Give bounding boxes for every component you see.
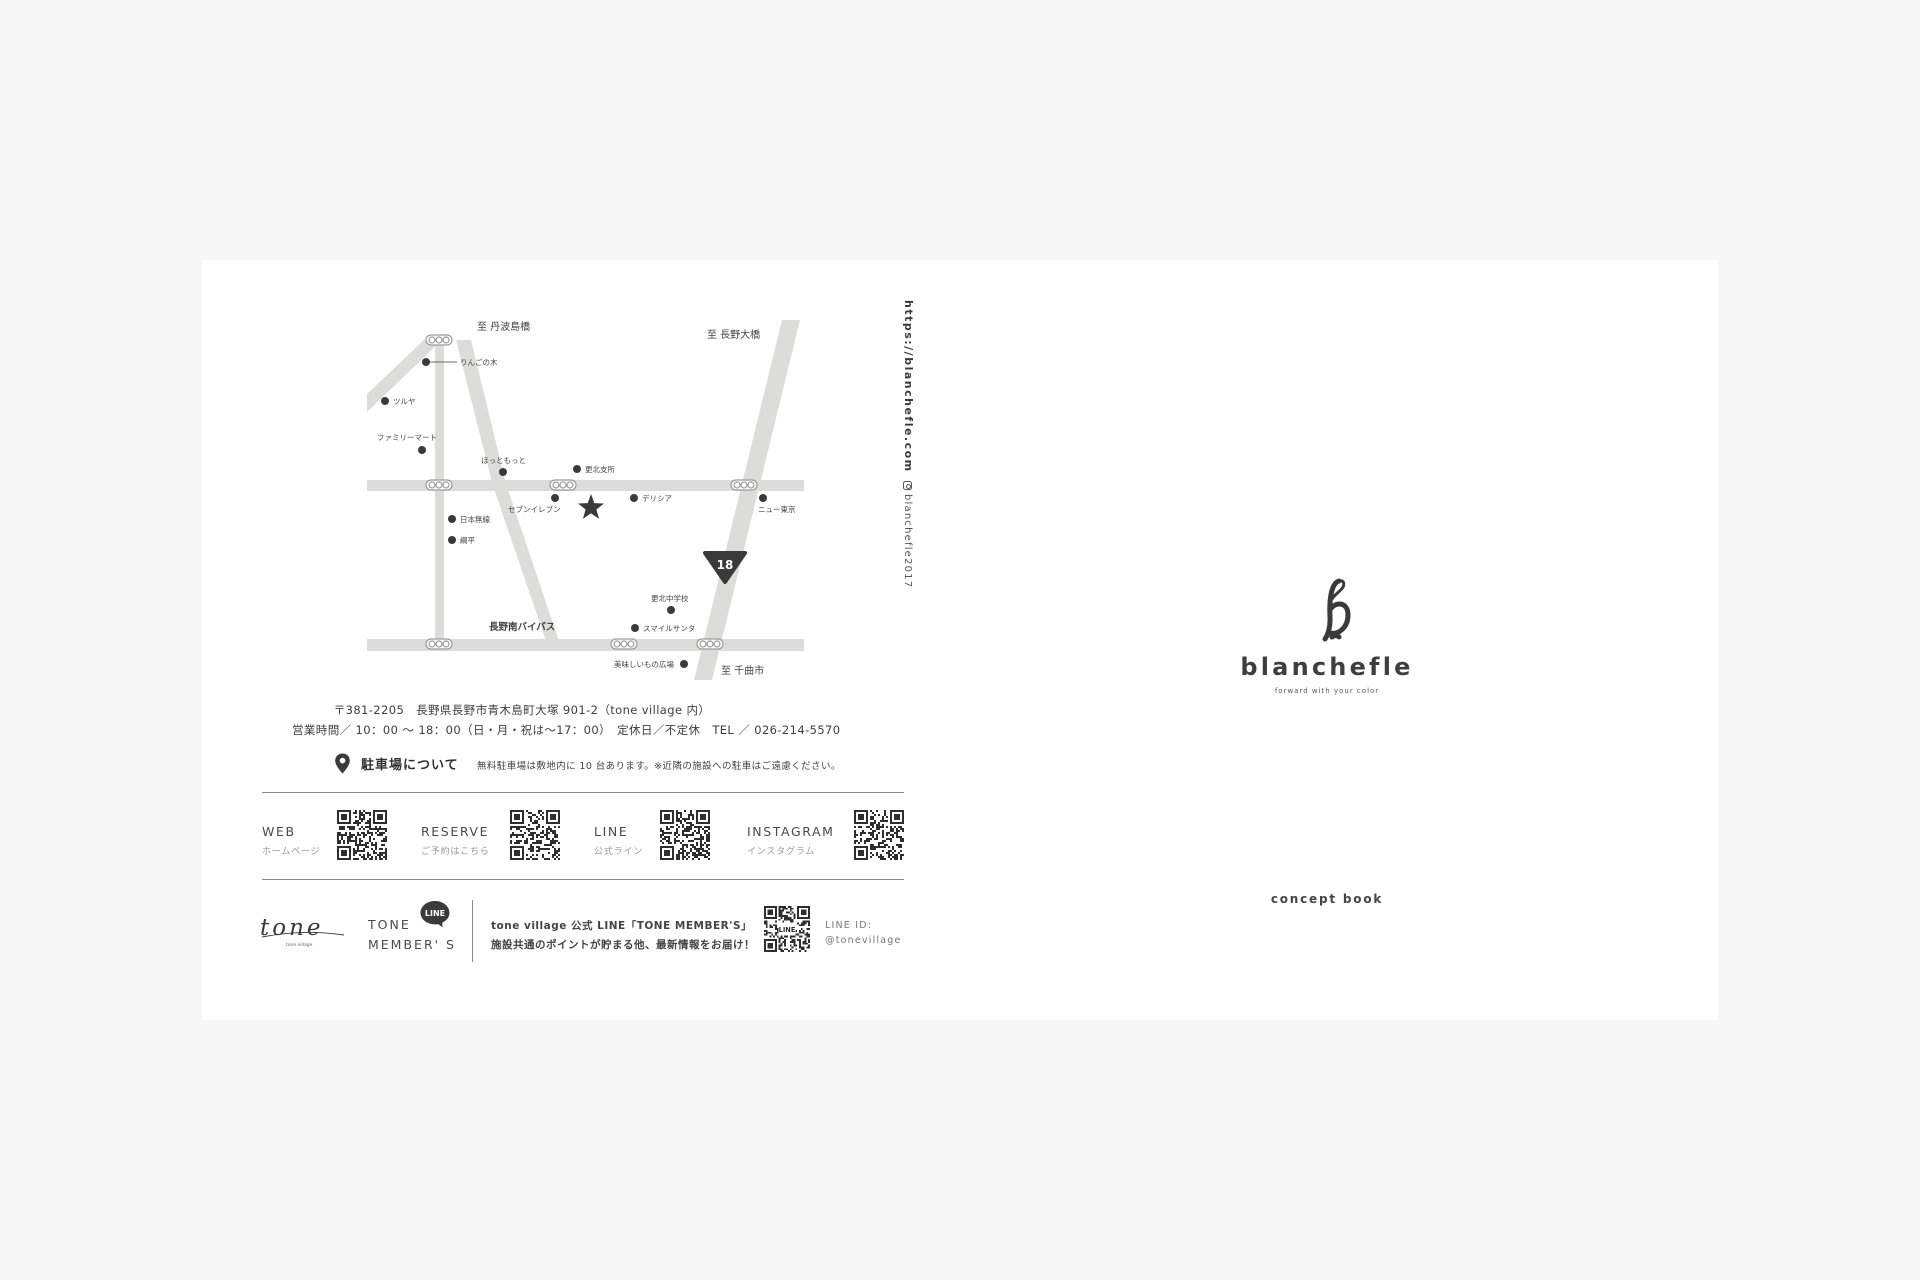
label-seven-eleven: セブンイレブン	[508, 504, 561, 514]
tone-logo-script: tone	[260, 915, 324, 941]
divider-bottom	[262, 879, 904, 880]
line-id-value: @tonevillage	[825, 935, 902, 946]
signal-north	[425, 334, 453, 346]
line-id: LINE ID: @tonevillage	[825, 918, 902, 948]
line-chat-icon: LINE	[420, 901, 450, 928]
label-koshoku-branch: 更北支所	[585, 464, 615, 474]
road-diagonal-center	[456, 340, 559, 644]
qr-instagram-text: INSTAGRAM インスタグラム	[747, 824, 835, 857]
tone-village-logo: tone tone village	[260, 915, 345, 948]
label-oishii-mono: 美味しいもの広場	[614, 659, 674, 669]
signal-center	[549, 479, 577, 491]
dot-new-tokyo	[759, 494, 767, 502]
road-diagonal-nw	[367, 340, 442, 412]
road-bypass	[367, 639, 804, 651]
signal-bypass-center	[610, 638, 638, 650]
instagram-handle-text: blanchefle2017	[902, 494, 913, 589]
label-ringonoki: りんごの木	[460, 357, 498, 367]
qr-reserve-sub: ご予約はこちら	[421, 847, 490, 857]
parking-heading: 駐車場について	[334, 753, 459, 774]
dest-north-east: 至 長野大橋	[707, 328, 760, 341]
label-hottomotto: ほっともっと	[481, 456, 526, 465]
signal-bypass-west	[425, 638, 453, 650]
dot-delicia	[630, 494, 638, 502]
dot-familymart	[418, 446, 426, 454]
signals	[425, 334, 758, 650]
dot-koshoku-jhs	[667, 606, 675, 614]
line-badge-text: LINE	[425, 909, 445, 918]
label-new-tokyo: ニュー東京	[758, 504, 796, 514]
parking-title: 駐車場について	[361, 758, 459, 773]
tone-logo-sub: tone village	[286, 942, 313, 948]
dot-oishii-mono	[680, 660, 688, 668]
qr-instagram-sub: インスタグラム	[747, 847, 816, 857]
dot-nihon-muki	[448, 515, 456, 523]
dot-smile-santa	[631, 624, 639, 632]
tone-members-title: TONE MEMBER' S	[368, 915, 456, 955]
tone-members-line2: MEMBER' S	[368, 937, 456, 952]
dest-south-east: 至 千曲市	[721, 664, 764, 677]
label-nihon-muki: 日本無線	[460, 514, 490, 524]
landmark-dots	[381, 358, 767, 668]
label-tsuruya: ツルヤ	[393, 397, 416, 406]
tone-members-line1: TONE	[368, 917, 411, 932]
tone-separator	[472, 900, 473, 962]
parking-note: 無料駐車場は敷地内に 10 台あります。※近隣の施設への駐車はご遠慮ください。	[477, 761, 841, 772]
qr-web-sub: ホームページ	[262, 847, 321, 857]
qr-code-instagram[interactable]	[854, 810, 904, 860]
qr-line-text: LINE 公式ライン	[594, 824, 643, 857]
dot-tsunahei	[448, 536, 456, 544]
qr-reserve-title: RESERVE	[421, 824, 490, 839]
label-smile-santa: スマイルサンタ	[643, 624, 695, 633]
instagram-icon	[903, 481, 912, 490]
label-delicia: デリシア	[642, 493, 672, 503]
map-pin-icon	[335, 753, 350, 774]
label-tsunahei: 綱平	[460, 535, 475, 545]
dot-seven-eleven	[551, 494, 559, 502]
concept-book-label: concept book	[1270, 892, 1384, 906]
divider-top	[262, 792, 904, 793]
blanchefle-b-mark	[1322, 578, 1351, 642]
signal-west	[425, 479, 453, 491]
route-18-badge	[703, 551, 747, 584]
tone-line-benefit: 施設共通のポイントが貯まる他、最新情報をお届け！	[491, 939, 755, 951]
access-map: 18 至 丹波島橋 至 長野大橋 至 千曲市 長野南バイパス りんごの木 ツルヤ…	[367, 320, 804, 680]
dest-north-west: 至 丹波島橋	[477, 320, 530, 333]
qr-line-title: LINE	[594, 824, 629, 839]
label-koshoku-jhs: 更北中学校	[651, 593, 689, 603]
road-name-bypass: 長野南バイパス	[489, 621, 555, 633]
website-url[interactable]: https://blanchefle.com	[902, 300, 915, 473]
qr-center-line-label: LINE	[779, 926, 796, 934]
road-main-horizontal	[367, 480, 804, 491]
line-id-label: LINE ID:	[825, 920, 873, 931]
brochure-sheet: 18 至 丹波島橋 至 長野大橋 至 千曲市 長野南バイパス りんごの木 ツルヤ…	[202, 260, 1718, 1020]
dot-koshoku-branch	[573, 465, 581, 473]
brand-name: blanchefle	[1240, 653, 1414, 681]
qr-line-sub: 公式ライン	[594, 847, 644, 857]
hours-line: 営業時間／ 10：00 ～ 18：00（日・月・祝は～17：00） 定休日／不定…	[292, 723, 841, 737]
qr-code-reserve[interactable]	[510, 810, 560, 860]
dot-hottomotto	[499, 468, 507, 476]
map-roads	[367, 320, 804, 680]
label-familymart: ファミリーマート	[377, 433, 437, 442]
tone-line-official: tone village 公式 LINE「TONE MEMBER'S」	[491, 920, 753, 932]
dot-ringonoki	[422, 358, 430, 366]
instagram-handle[interactable]: blanchefle2017	[902, 481, 913, 588]
qr-web-title: WEB	[262, 824, 296, 839]
qr-code-web[interactable]	[337, 810, 387, 860]
qr-reserve-text: RESERVE ご予約はこちら	[421, 824, 490, 857]
road-route18	[694, 320, 800, 680]
signal-east	[730, 479, 758, 491]
address-line: 〒381-2205 長野県長野市青木島町大塚 901-2（tone villag…	[333, 703, 711, 717]
store-star-icon	[578, 494, 604, 519]
brand-tagline: forward with your color	[1274, 687, 1380, 695]
qr-code-tone-line[interactable]: LINE	[764, 906, 810, 952]
qr-web-text: WEB ホームページ	[262, 824, 320, 857]
route-18-number: 18	[717, 558, 734, 572]
signal-bypass-east	[696, 638, 724, 650]
qr-instagram-title: INSTAGRAM	[747, 824, 835, 839]
qr-code-line[interactable]	[660, 810, 710, 860]
dot-tsuruya	[381, 397, 389, 405]
